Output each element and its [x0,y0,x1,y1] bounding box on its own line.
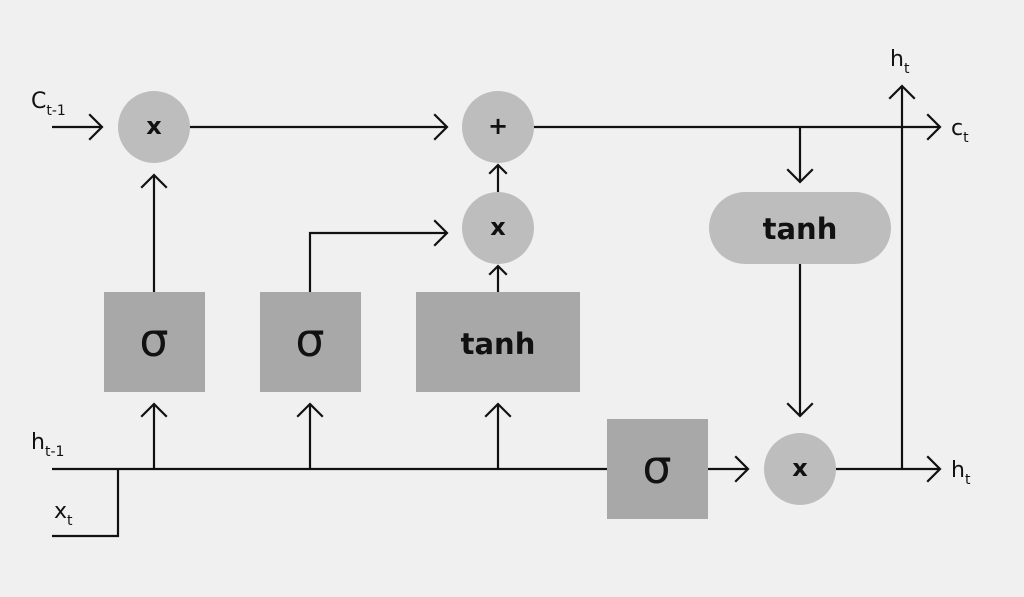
svg-text:x: x [792,454,808,482]
arrowhead-icon [926,455,942,483]
arrowhead-icon [488,163,508,175]
arrowhead-icon [488,264,508,276]
arrowhead-icon [296,402,324,418]
h-prev-label: ht-1 [31,430,64,460]
c-prev-label: Ct-1 [31,89,66,119]
forget-gate-box: σ [104,292,205,392]
arrowhead-icon [786,402,814,418]
arrowhead-icon [140,402,168,418]
arrowhead-icon [786,168,814,184]
forget-multiply-node: x [118,91,190,163]
add-node: + [462,91,534,163]
svg-text:σ: σ [295,313,324,367]
arrowhead-icon [888,84,916,100]
svg-text:x: x [490,213,506,241]
h-out-top-label: ht [890,47,910,77]
svg-text:tanh: tanh [461,327,536,361]
output-gate-box: σ [607,419,708,519]
arrowhead-icon [734,455,750,483]
input-line [52,469,120,538]
x-input-label: xt [54,499,73,529]
input-gate-box: σ [260,292,361,392]
output-multiply-node: x [764,433,836,505]
svg-text:+: + [488,112,508,140]
svg-text:σ: σ [139,313,168,367]
input-gate-line [308,231,447,292]
svg-text:tanh: tanh [763,212,838,246]
h-out-right-label: ht [951,458,971,488]
candidate-tanh-box: tanh [416,292,580,392]
arrowhead-icon [926,113,942,141]
svg-text:x: x [146,112,162,140]
svg-text:σ: σ [642,440,671,494]
arrowhead-icon [433,113,449,141]
arrowhead-icon [88,113,104,141]
input-multiply-node: x [462,192,534,264]
arrowhead-icon [433,219,449,247]
arrowhead-icon [484,402,512,418]
c-out-label: ct [951,116,969,146]
arrowhead-icon [140,173,168,189]
cell-tanh-node: tanh [709,192,891,264]
connections [52,84,942,538]
